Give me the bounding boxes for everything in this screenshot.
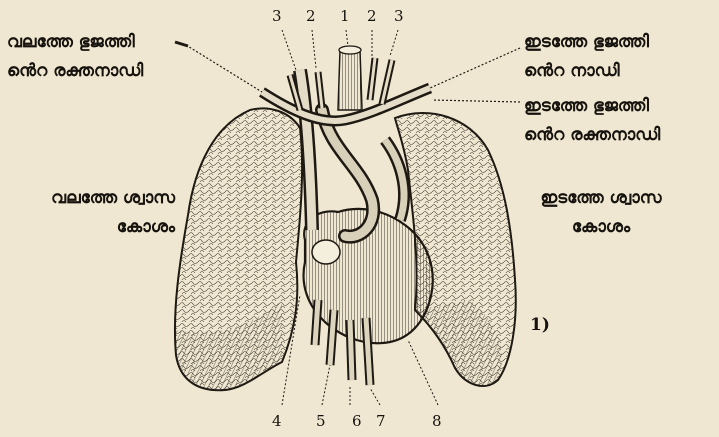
label-right-brachial-artery: വലത്തേ ഭുജത്തി ൻെറ രക്തനാഡി	[7, 28, 143, 86]
label-left-brachial-vein: ഇടത്തേ ഭുജത്തി ൻെറ നാഡി	[524, 28, 649, 86]
label-right-lung: വലത്തേ ശ്വാസ കോശം	[25, 184, 175, 242]
bottom-number-4: 4	[272, 412, 282, 430]
top-number-3-right: 3	[394, 7, 404, 25]
top-number-2-left: 2	[306, 7, 316, 25]
top-number-1: 1	[340, 7, 350, 25]
bottom-number-7: 7	[376, 412, 386, 430]
top-number-3-left: 3	[272, 7, 282, 25]
bottom-number-5: 5	[316, 412, 326, 430]
bottom-number-6: 6	[352, 412, 362, 430]
top-number-2-right: 2	[367, 7, 377, 25]
label-left-brachial-artery: ഇടത്തേ ഭുജത്തി ൻെറ രക്തനാഡി	[524, 92, 660, 150]
label-left-lung: ഇടത്തേ ശ്വാസ കോശം	[526, 184, 676, 242]
bottom-number-8: 8	[432, 412, 442, 430]
figure-number: 1)	[530, 315, 550, 335]
